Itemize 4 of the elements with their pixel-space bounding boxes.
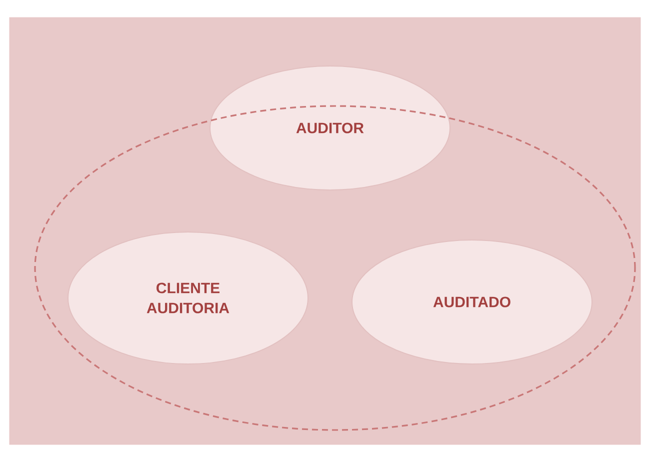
ellipse-node: AUDITADO	[352, 240, 592, 364]
ellipse-node: CLIENTE AUDITORIA	[68, 232, 308, 364]
dashed-ellipse	[34, 105, 636, 431]
ellipse-node: AUDITOR	[210, 66, 450, 190]
